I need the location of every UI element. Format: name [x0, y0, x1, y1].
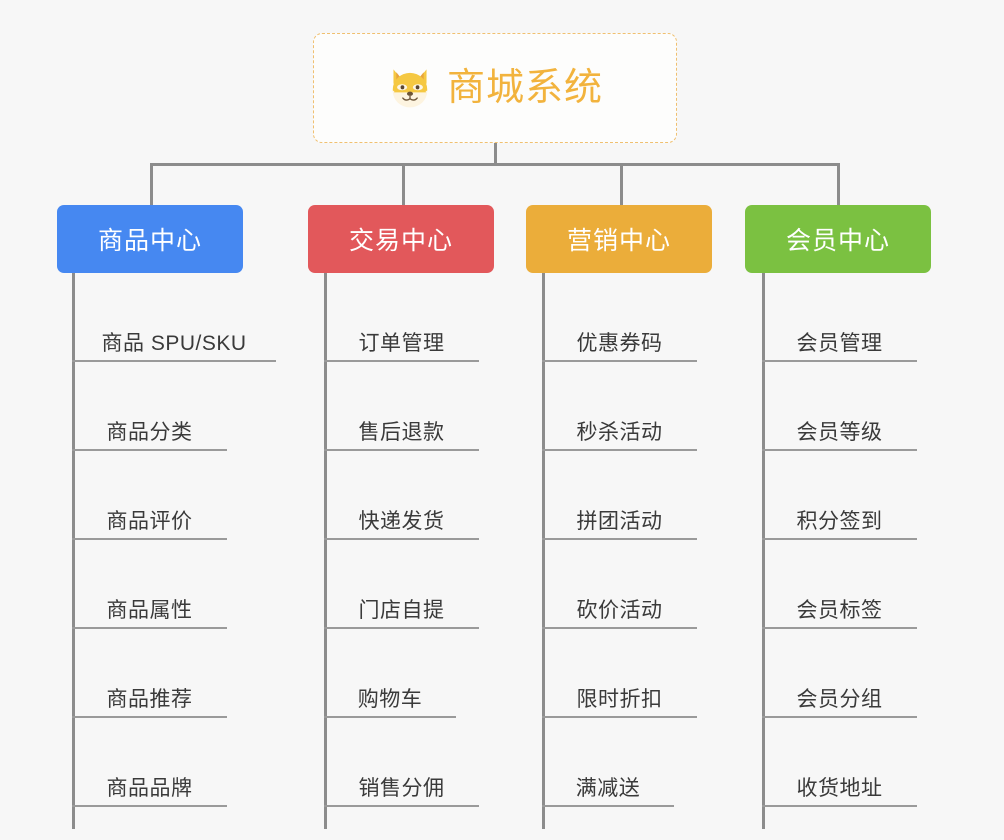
leaf-item-4-1[interactable]: 会员管理: [762, 273, 917, 362]
connector-horizontal-bus: [150, 163, 840, 166]
leaf-label-3-2: 秒杀活动: [576, 420, 663, 444]
root-node-label: 商城系统: [446, 67, 603, 109]
leaf-item-3-3[interactable]: 拼团活动: [542, 451, 697, 540]
leaf-item-1-1[interactable]: 商品 SPU/SKU: [72, 273, 276, 362]
leaf-label-1-3: 商品评价: [106, 509, 193, 533]
category-box-4[interactable]: 会员中心: [745, 205, 931, 273]
leaf-label-3-5: 限时折扣: [576, 687, 663, 711]
leaf-label-4-5: 会员分组: [796, 687, 883, 711]
leaf-label-4-6: 收货地址: [796, 776, 883, 800]
leaf-label-1-6: 商品品牌: [106, 776, 193, 800]
leaf-label-4-4: 会员标签: [796, 598, 883, 622]
category-box-1[interactable]: 商品中心: [57, 205, 243, 273]
leaf-item-2-6[interactable]: 销售分佣: [324, 718, 479, 807]
leaf-trunk-4: [762, 273, 765, 829]
leaf-item-1-4[interactable]: 商品属性: [72, 540, 227, 629]
leaf-label-3-1: 优惠券码: [576, 331, 663, 355]
leaf-item-4-3[interactable]: 积分签到: [762, 451, 917, 540]
category-label-1: 商品中心: [97, 227, 202, 255]
leaf-label-2-4: 门店自提: [358, 598, 445, 622]
category-label-2: 交易中心: [348, 227, 453, 255]
leaf-item-3-6[interactable]: 满减送: [542, 718, 674, 807]
leaf-label-1-4: 商品属性: [106, 598, 193, 622]
connector-drop-2: [402, 163, 405, 205]
leaf-label-3-4: 砍价活动: [576, 598, 663, 622]
connector-drop-4: [837, 163, 840, 205]
leaf-item-3-5[interactable]: 限时折扣: [542, 629, 697, 718]
category-label-4: 会员中心: [785, 227, 890, 255]
leaf-item-4-6[interactable]: 收货地址: [762, 718, 917, 807]
leaf-label-3-6: 满减送: [575, 776, 641, 800]
leaf-trunk-1: [72, 273, 75, 829]
leaf-label-4-1: 会员管理: [796, 331, 883, 355]
leaf-label-1-5: 商品推荐: [106, 687, 193, 711]
leaf-label-2-2: 售后退款: [358, 420, 445, 444]
leaf-label-2-6: 销售分佣: [358, 776, 445, 800]
leaf-trunk-3: [542, 273, 545, 829]
leaf-item-1-6[interactable]: 商品品牌: [72, 718, 227, 807]
leaf-label-1-2: 商品分类: [106, 420, 193, 444]
leaf-item-4-2[interactable]: 会员等级: [762, 362, 917, 451]
leaf-trunk-2: [324, 273, 327, 829]
leaf-item-3-4[interactable]: 砍价活动: [542, 540, 697, 629]
leaf-item-2-1[interactable]: 订单管理: [324, 273, 479, 362]
leaf-item-3-1[interactable]: 优惠券码: [542, 273, 697, 362]
connector-root-stub: [494, 143, 497, 165]
category-label-3: 营销中心: [566, 227, 671, 255]
leaf-label-1-1: 商品 SPU/SKU: [101, 331, 247, 355]
leaf-label-3-3: 拼团活动: [576, 509, 663, 533]
leaf-item-4-4[interactable]: 会员标签: [762, 540, 917, 629]
leaf-label-4-3: 积分签到: [796, 509, 883, 533]
leaf-label-2-3: 快递发货: [358, 509, 445, 533]
leaf-label-2-1: 订单管理: [358, 331, 445, 355]
leaf-item-2-2[interactable]: 售后退款: [324, 362, 479, 451]
leaf-item-2-3[interactable]: 快递发货: [324, 451, 479, 540]
leaf-item-1-3[interactable]: 商品评价: [72, 451, 227, 540]
leaf-item-1-5[interactable]: 商品推荐: [72, 629, 227, 718]
leaf-item-1-2[interactable]: 商品分类: [72, 362, 227, 451]
connector-drop-1: [150, 163, 153, 205]
category-box-3[interactable]: 营销中心: [526, 205, 712, 273]
leaf-item-4-5[interactable]: 会员分组: [762, 629, 917, 718]
leaf-item-3-2[interactable]: 秒杀活动: [542, 362, 697, 451]
connector-drop-3: [620, 163, 623, 205]
leaf-label-4-2: 会员等级: [796, 420, 883, 444]
shiba-dog-face-icon: [387, 65, 433, 111]
leaf-item-2-4[interactable]: 门店自提: [324, 540, 479, 629]
leaf-item-2-5[interactable]: 购物车: [324, 629, 456, 718]
category-box-2[interactable]: 交易中心: [308, 205, 494, 273]
root-node-mall-system[interactable]: 商城系统: [313, 33, 677, 143]
leaf-label-2-5: 购物车: [357, 687, 423, 711]
